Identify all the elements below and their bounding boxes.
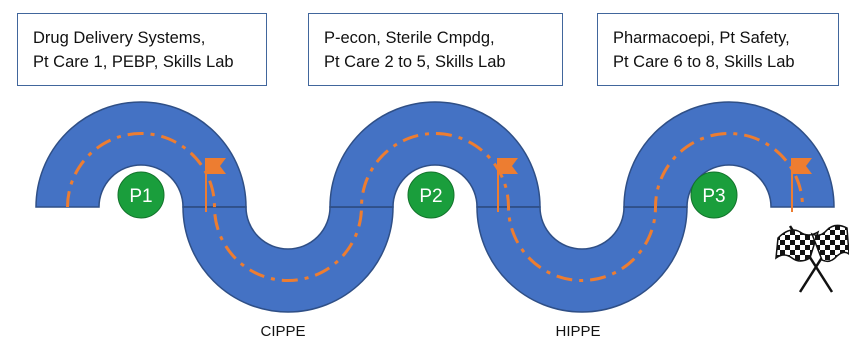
flag-icon xyxy=(205,158,226,212)
phase-badge-label: P1 xyxy=(129,186,152,207)
phase-badge-label: P3 xyxy=(702,186,725,207)
road-arc-5 xyxy=(623,101,835,208)
milestone-label-hippe: HIPPE xyxy=(555,323,601,340)
phase-badge-p3: P3 xyxy=(690,171,738,219)
phase-badge-label: P2 xyxy=(419,186,442,207)
road-arc-2 xyxy=(182,206,394,313)
road-arc-1 xyxy=(35,101,247,208)
phase-3-courses-line-2: Pt Care 6 to 8, Skills Lab xyxy=(613,52,795,71)
milestone-label-cippe: CIPPE xyxy=(260,323,306,340)
phase-1-courses-line-2: Pt Care 1, PEBP, Skills Lab xyxy=(33,52,234,71)
phase-3-courses-line-1: Pharmacoepi, Pt Safety, xyxy=(613,28,790,47)
flag-icon xyxy=(791,158,812,212)
road-arc-4 xyxy=(476,206,688,313)
phase-1-courses-line-1: Drug Delivery Systems, xyxy=(33,28,206,47)
checkered-finish-flags-icon xyxy=(775,224,849,293)
phase-badge-p1: P1 xyxy=(117,171,165,219)
phase-2-courses-box: P-econ, Sterile Cmpdg, Pt Care 2 to 5, S… xyxy=(308,13,563,86)
phase-2-courses-line-1: P-econ, Sterile Cmpdg, xyxy=(324,28,495,47)
flag-icon xyxy=(497,158,518,212)
road xyxy=(35,101,835,313)
phase-badge-p2: P2 xyxy=(407,171,455,219)
phase-3-courses-box: Pharmacoepi, Pt Safety, Pt Care 6 to 8, … xyxy=(597,13,839,86)
phase-2-courses-line-2: Pt Care 2 to 5, Skills Lab xyxy=(324,52,506,71)
phase-1-courses-box: Drug Delivery Systems, Pt Care 1, PEBP, … xyxy=(17,13,267,86)
road-arc-3 xyxy=(329,101,541,208)
